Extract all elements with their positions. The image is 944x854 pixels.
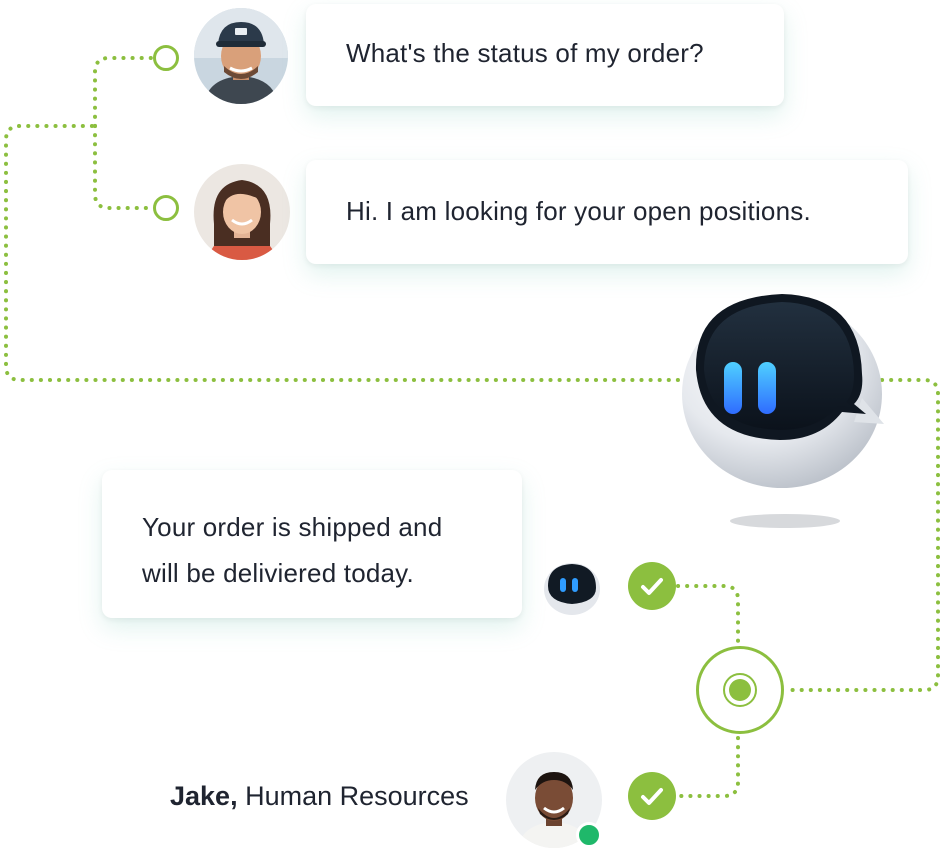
message-text-line-2: will be deliviered today. [142, 558, 414, 588]
agent-role: Human Resources [237, 781, 469, 811]
customer-message-2: Hi. I am looking for your open positions… [306, 160, 908, 264]
hub-inner-ring [723, 673, 757, 707]
customer-message-1: What's the status of my order? [306, 4, 784, 106]
bot-shadow [730, 514, 840, 528]
agent-label: Jake, Human Resources [170, 781, 469, 812]
routing-hub-icon [696, 646, 784, 734]
message-text: What's the status of my order? [346, 38, 704, 68]
customer-avatar-woman [194, 164, 290, 260]
chatbot-icon [682, 294, 884, 488]
message-text: Hi. I am looking for your open positions… [346, 196, 811, 226]
agent-avatar [506, 752, 602, 848]
check-icon [628, 562, 676, 610]
hub-core [729, 679, 751, 701]
bot-reply-message: Your order is shipped and will be delivi… [102, 470, 522, 618]
check-icon [628, 772, 676, 820]
message-text-line-1: Your order is shipped and [142, 512, 443, 542]
chatbot-icon-small [544, 563, 600, 615]
customer-avatar-man [194, 8, 288, 104]
agent-name: Jake, [170, 781, 238, 811]
route-node-icon [153, 195, 179, 221]
online-status-badge [576, 822, 602, 848]
route-node-icon [153, 45, 179, 71]
